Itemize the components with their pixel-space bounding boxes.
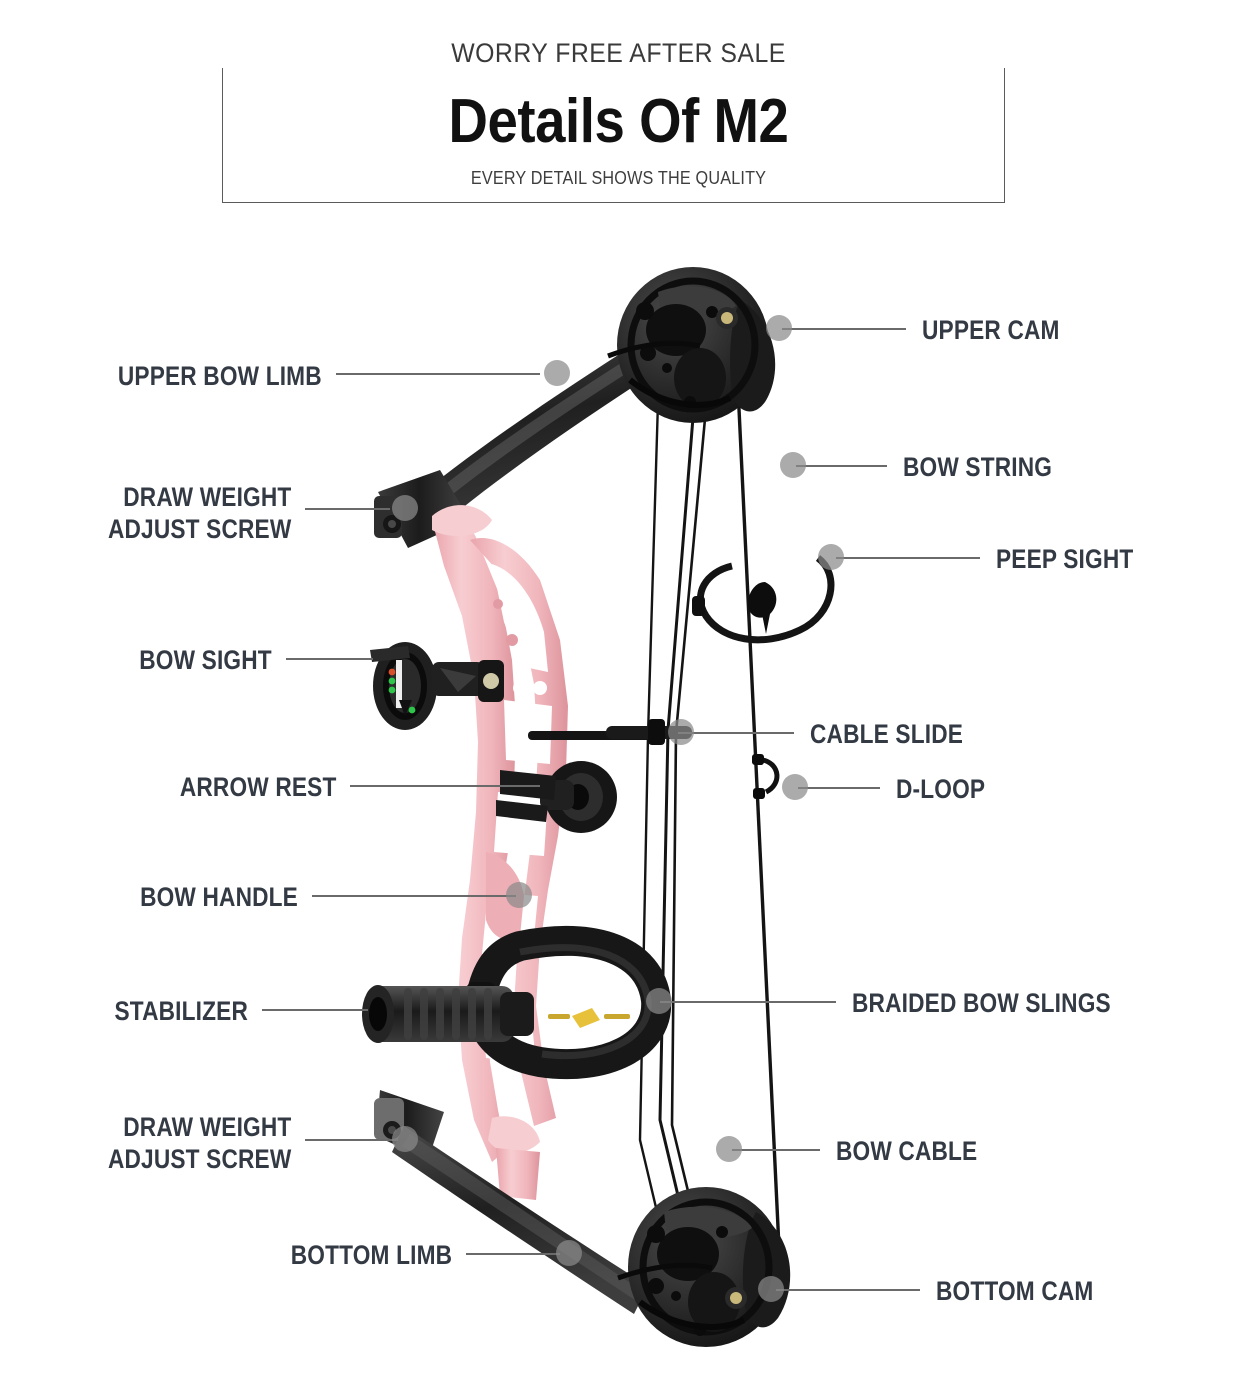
marker-dot-draw-weight-adjust-screw bbox=[392, 1126, 418, 1152]
marker-dot-bottom-limb bbox=[556, 1240, 582, 1266]
peep-sight bbox=[692, 555, 835, 644]
leader-line-draw-weight-adjust-screw bbox=[305, 508, 390, 510]
marker-dot-d-loop bbox=[782, 774, 808, 800]
bottom-limb bbox=[392, 1126, 648, 1314]
bow-cable-rear bbox=[670, 331, 715, 1291]
bow-string-and-cables bbox=[638, 324, 783, 1293]
leader-line-cable-slide bbox=[678, 732, 794, 734]
callout-label-bottom-limb: BOTTOM LIMB bbox=[290, 1240, 452, 1270]
header-subtitle: EVERY DETAIL SHOWS THE QUALITY bbox=[470, 168, 767, 188]
leader-line-upper-cam bbox=[782, 328, 906, 330]
marker-dot-braided-bow-slings bbox=[646, 988, 672, 1014]
callout-label-bow-string: BOW STRING bbox=[903, 452, 1053, 482]
callout-label-arrow-rest: ARROW REST bbox=[179, 772, 336, 802]
marker-dot-bow-cable bbox=[716, 1136, 742, 1162]
callout-label-cable-slide: CABLE SLIDE bbox=[810, 719, 964, 749]
upper-bow-limb bbox=[399, 336, 668, 540]
leader-line-d-loop bbox=[798, 787, 880, 789]
callout-label-upper-bow-limb: UPPER BOW LIMB bbox=[118, 361, 322, 391]
header-eyebrow: WORRY FREE AFTER SALE bbox=[49, 38, 1188, 68]
callout-label-draw-weight-adjust-screw: DRAW WEIGHT ADJUST SCREW bbox=[107, 1112, 291, 1174]
stabilizer bbox=[362, 985, 534, 1043]
marker-dot-cable-slide bbox=[668, 719, 694, 745]
callout-label-draw-weight-adjust-screw: DRAW WEIGHT ADJUST SCREW bbox=[107, 482, 291, 544]
callout-label-bow-handle: BOW HANDLE bbox=[140, 882, 298, 912]
leader-line-bow-string bbox=[796, 465, 887, 467]
leader-line-bow-cable bbox=[732, 1149, 820, 1151]
callout-label-d-loop: D-LOOP bbox=[896, 774, 986, 804]
callout-label-peep-sight: PEEP SIGHT bbox=[996, 544, 1134, 574]
leader-line-bottom-limb bbox=[466, 1253, 560, 1255]
bow-cable-front bbox=[658, 329, 702, 1289]
leader-line-bottom-cam bbox=[776, 1289, 920, 1291]
upper-cam bbox=[607, 267, 776, 423]
leader-line-braided-bow-slings bbox=[660, 1001, 836, 1003]
callout-label-bow-cable: BOW CABLE bbox=[836, 1136, 978, 1166]
d-loop bbox=[752, 754, 780, 799]
marker-dot-peep-sight bbox=[818, 544, 844, 570]
bow-cable-inner bbox=[638, 334, 678, 1293]
leader-line-stabilizer bbox=[262, 1009, 368, 1011]
marker-dot-bottom-cam bbox=[758, 1276, 784, 1302]
callout-label-braided-bow-slings: BRAIDED BOW SLINGS bbox=[852, 988, 1111, 1018]
page-title: Details Of M2 bbox=[448, 87, 789, 156]
callout-label-bottom-cam: BOTTOM CAM bbox=[936, 1276, 1094, 1306]
leader-line-draw-weight-adjust-screw bbox=[305, 1139, 398, 1141]
leader-line-upper-bow-limb bbox=[336, 373, 540, 375]
marker-dot-bow-handle bbox=[506, 882, 532, 908]
bow-riser-handle bbox=[432, 505, 568, 1200]
marker-dot-upper-cam bbox=[766, 315, 792, 341]
marker-dot-upper-bow-limb bbox=[544, 360, 570, 386]
bow-sight bbox=[370, 642, 504, 730]
bow-string bbox=[733, 324, 783, 1291]
leader-line-peep-sight bbox=[836, 557, 980, 559]
callout-label-upper-cam: UPPER CAM bbox=[922, 315, 1060, 345]
bottom-cam bbox=[617, 1187, 791, 1347]
callout-label-stabilizer: STABILIZER bbox=[114, 996, 248, 1026]
leader-line-arrow-rest bbox=[350, 785, 540, 787]
callout-label-bow-sight: BOW SIGHT bbox=[139, 645, 272, 675]
marker-dot-draw-weight-adjust-screw bbox=[392, 495, 418, 521]
leader-line-bow-sight bbox=[286, 658, 373, 660]
marker-dot-bow-string bbox=[780, 452, 806, 478]
arrow-rest bbox=[496, 731, 662, 833]
leader-line-bow-handle bbox=[312, 895, 516, 897]
